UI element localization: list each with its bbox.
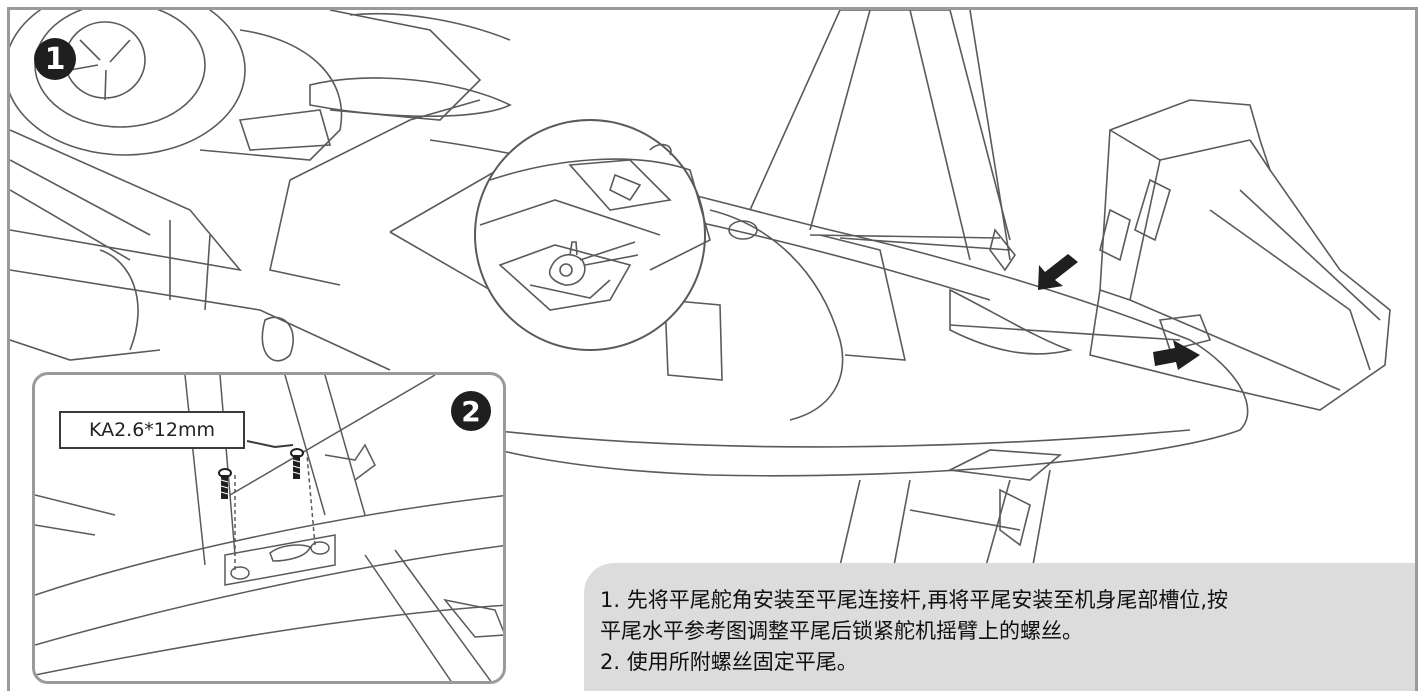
screw-icon (218, 468, 232, 499)
instruction-line-3: 2. 使用所附螺丝固定平尾。 (600, 650, 858, 674)
step-number-badge-2: 2 (451, 391, 491, 431)
screw-detail-drawing (35, 375, 503, 681)
wing-structure (10, 99, 481, 371)
arrow-in-icon (1038, 254, 1078, 290)
horizontal-stabilizer (1089, 99, 1391, 411)
instruction-line-2: 平尾水平参考图调整平尾后锁紧舵机摇臂上的螺丝。 (600, 619, 1083, 643)
screw-detail-inset: KA2.6*12mm 2 (32, 372, 506, 684)
engine-nacelle (10, 10, 512, 161)
aircraft-tail-line-drawing (10, 10, 1391, 691)
assembly-illustration-frame: 1 (7, 7, 1418, 691)
screw-icon (290, 448, 304, 479)
instruction-text-panel: 1. 先将平尾舵角安装至平尾连接杆,再将平尾安装至机身尾部槽位,按 平尾水平参考… (584, 563, 1415, 691)
step-number-badge-1: 1 (34, 38, 76, 80)
screw-icons (218, 440, 304, 499)
arrow-out-icon (1153, 340, 1200, 370)
pushrods (839, 228, 1181, 341)
vertical-fin (749, 10, 1011, 261)
instruction-line-1: 1. 先将平尾舵角安装至平尾连接杆,再将平尾安装至机身尾部槽位,按 (600, 588, 1229, 612)
servo-detail-magnifier (389, 119, 711, 351)
screw-spec-label: KA2.6*12mm (59, 411, 245, 449)
callout-pointer (246, 440, 294, 449)
